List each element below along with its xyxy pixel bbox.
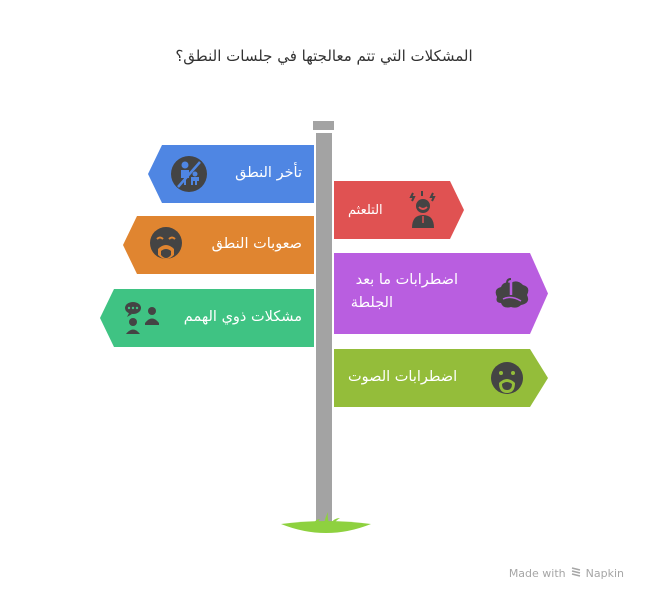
sign-articulation-difficulties: صعوبات النطق xyxy=(123,216,314,274)
sign-arrow-shape xyxy=(334,253,548,334)
sign-arrow-shape xyxy=(334,349,548,407)
sign-label-line2: الجلطة xyxy=(350,295,393,311)
sign-special-needs-issues: مشكلات ذوي الهمم xyxy=(100,289,314,347)
no-children-icon xyxy=(171,156,207,196)
napkin-logo-icon xyxy=(570,566,582,581)
signpost-cap xyxy=(313,121,334,130)
sign-post-stroke-disorders: اضطرابات ما بعد الجلطة xyxy=(334,253,548,334)
sign-arrow-shape xyxy=(100,289,314,347)
sign-label: التلعثم xyxy=(348,203,383,218)
brain-stroke-icon xyxy=(493,274,531,313)
sign-label: مشكلات ذوي الهمم xyxy=(183,309,302,325)
crying-face-icon xyxy=(149,227,183,267)
grass-base xyxy=(280,508,372,540)
sign-label-line1: اضطرابات ما بعد xyxy=(355,272,458,288)
sign-label: اضطرابات الصوت xyxy=(348,369,458,385)
diagram-title: المشكلات التي تتم معالجتها في جلسات النط… xyxy=(175,47,473,65)
sign-stuttering: التلعثم xyxy=(334,181,464,239)
made-with-napkin-footer: Made with Napkin xyxy=(509,566,624,581)
shouting-face-icon xyxy=(490,361,524,399)
sign-voice-disorders: اضطرابات الصوت xyxy=(334,349,548,407)
sign-label: تأخر النطق xyxy=(235,165,302,181)
stressed-person-icon xyxy=(408,191,438,233)
footer-brand: Napkin xyxy=(585,567,624,580)
people-chat-icon xyxy=(123,301,161,339)
footer-made-with: Made with xyxy=(508,567,566,580)
signpost-pole xyxy=(316,133,332,523)
sign-speech-delay: تأخر النطق xyxy=(148,145,314,203)
sign-label: صعوبات النطق xyxy=(211,236,302,252)
